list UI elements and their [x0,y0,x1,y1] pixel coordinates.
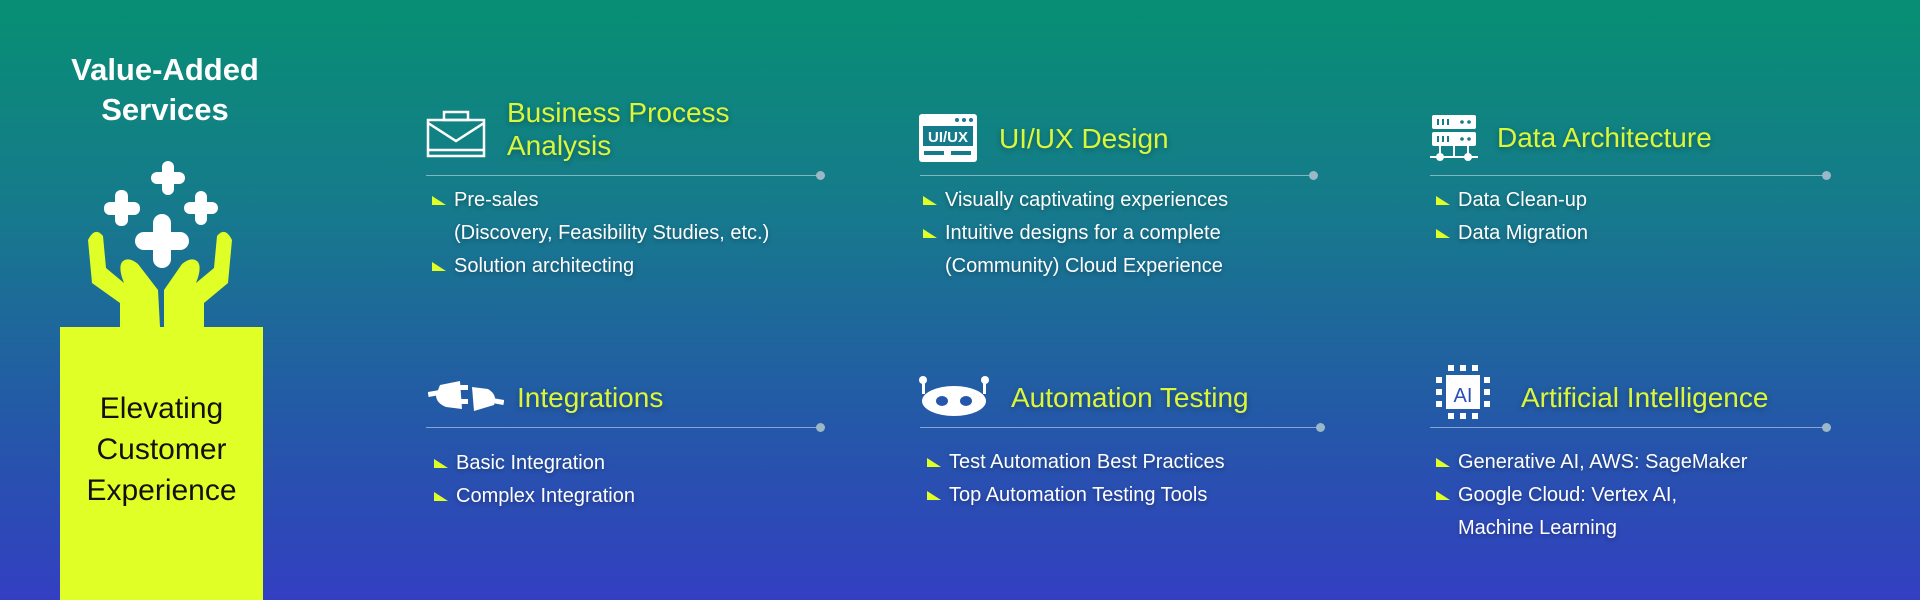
list-item: Test Automation Best Practices [927,446,1225,479]
bullet-marker [927,458,941,467]
divider [1430,171,1831,180]
service-title-artificial-intelligence: Artificial Intelligence [1521,382,1769,413]
highlight-box [60,327,263,600]
bullet-list: Visually captivating experiences Intuiti… [923,184,1228,283]
list-item: Visually captivating experiences [923,184,1228,217]
bullet-marker [1436,491,1450,500]
list-item: Basic Integration [434,447,635,480]
divider [920,423,1325,432]
briefcase-icon [426,110,486,158]
bullet-marker [434,459,448,468]
bullet-list: Generative AI, AWS: SageMaker Google Clo… [1436,446,1747,545]
service-title-data-architecture: Data Architecture [1497,122,1712,153]
bullet-list: Data Clean-up Data Migration [1436,184,1588,250]
service-title-ui-ux: UI/UX Design [999,123,1169,154]
svg-text:UI/UX: UI/UX [928,129,968,146]
robot-icon [919,376,989,416]
list-item: Complex Integration [434,480,635,513]
bullet-marker [434,492,448,501]
server-network-icon [1430,115,1478,161]
list-item: Intuitive designs for a complete(Communi… [923,217,1228,283]
bullet-marker [1436,458,1450,467]
list-item: Generative AI, AWS: SageMaker [1436,446,1747,479]
plug-icon [428,381,504,411]
divider [426,423,825,432]
hands-plus-icon [88,161,232,327]
service-title-automation-testing: Automation Testing [1011,382,1249,413]
bullet-marker [923,229,937,238]
bullet-marker [1436,196,1450,205]
list-item: Pre-sales(Discovery, Feasibility Studies… [432,184,769,250]
bullet-list: Pre-sales(Discovery, Feasibility Studies… [432,184,769,283]
divider [426,171,825,180]
bullet-marker [1436,229,1450,238]
ai-chip-icon: AI [1436,365,1490,419]
list-item: Solution architecting [432,250,769,283]
bullet-marker [432,262,446,271]
divider [1430,423,1831,432]
bullet-marker [923,196,937,205]
list-item: Google Cloud: Vertex AI,Machine Learning [1436,479,1747,545]
list-item: Data Clean-up [1436,184,1588,217]
divider [920,171,1318,180]
bullet-list: Basic Integration Complex Integration [434,447,635,513]
list-item: Data Migration [1436,217,1588,250]
bullet-marker [927,491,941,500]
ui-ux-window-icon: UI/UX [919,114,977,162]
svg-text:AI: AI [1454,385,1473,407]
list-item: Top Automation Testing Tools [927,479,1225,512]
service-title-integrations: Integrations [517,382,664,413]
bullet-list: Test Automation Best Practices Top Autom… [927,446,1225,512]
bullet-marker [432,196,446,205]
